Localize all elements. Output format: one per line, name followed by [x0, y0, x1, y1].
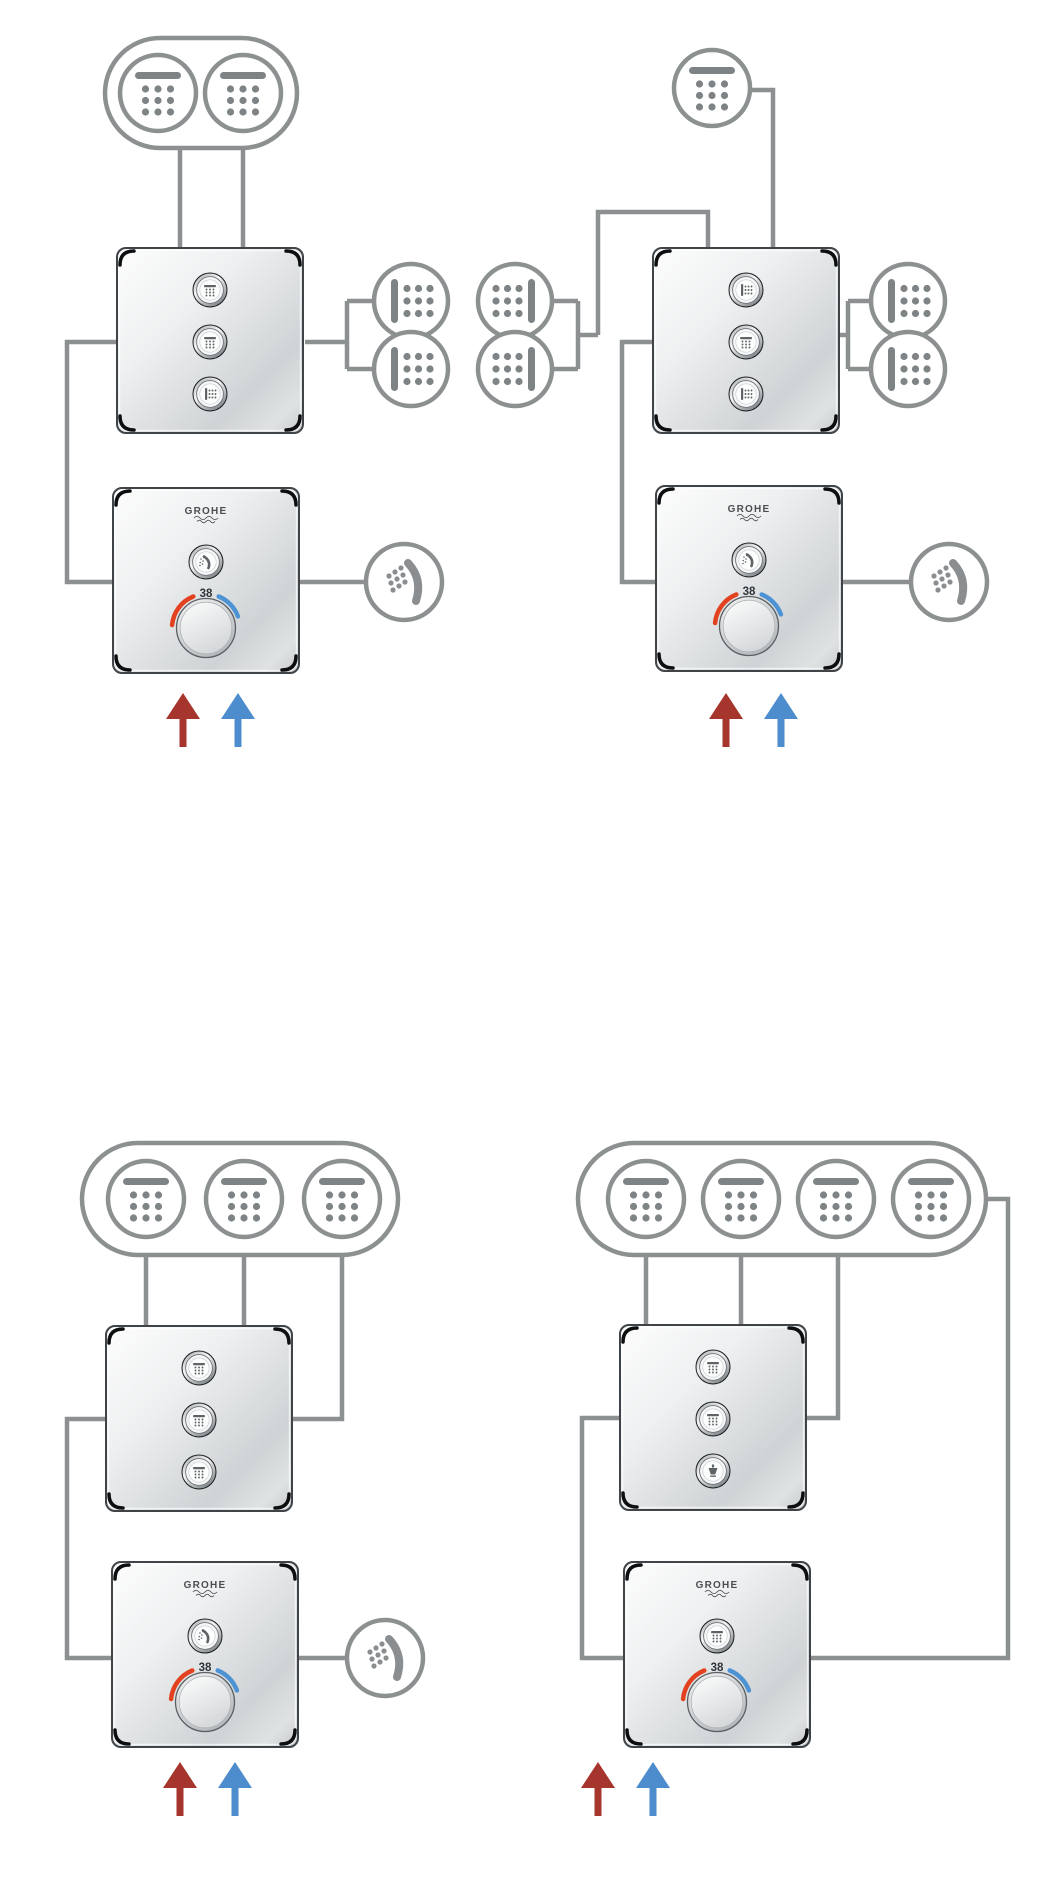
control-button-side-shower — [728, 376, 764, 412]
head-shower-icon — [674, 50, 750, 126]
head-shower-icon — [798, 1161, 874, 1237]
hot-supply-arrow — [166, 693, 200, 747]
pipe — [64, 1255, 347, 1661]
hot-supply-arrow — [709, 693, 743, 747]
grohe-logo: GROHE — [696, 1580, 739, 1591]
hot-arc — [169, 594, 196, 628]
control-button-head-shower — [181, 1350, 217, 1386]
head-shower-icon — [120, 55, 196, 131]
pipe — [579, 1196, 1011, 1661]
thermostat-plate: GROHE 38 — [622, 1560, 812, 1749]
control-button-head-shower — [695, 1401, 731, 1437]
thermostat-select-button-head-shower — [699, 1618, 735, 1654]
thermostat-plate: GROHE 38 — [110, 1560, 300, 1749]
diagram-top-right: GROHE 38 — [478, 50, 987, 747]
hand-shower-icon — [347, 1620, 423, 1696]
side-shower-icon — [478, 264, 552, 338]
grohe-logo: GROHE — [184, 1580, 227, 1591]
head-shower-icon — [893, 1161, 969, 1237]
control-button-head-shower — [192, 272, 228, 308]
hot-arc — [680, 1668, 707, 1702]
grohe-logo: GROHE — [185, 506, 228, 517]
hot-supply-arrow — [163, 1762, 197, 1816]
hot-arc — [712, 592, 739, 626]
thermostat-plate: GROHE 38 — [111, 486, 301, 675]
temperature-label: 38 — [199, 1662, 212, 1674]
cold-supply-arrow — [218, 1762, 252, 1816]
side-shower-icon — [871, 332, 945, 406]
thermostat-select-button-hand-shower — [188, 544, 224, 580]
temperature-label: 38 — [711, 1662, 724, 1674]
side-shower-icon — [374, 332, 448, 406]
control-button-jet-spout — [695, 1453, 731, 1489]
thermostat-knob — [712, 592, 784, 657]
hot-arc — [168, 1668, 195, 1702]
head-shower-icon — [608, 1161, 684, 1237]
cold-supply-arrow — [221, 693, 255, 747]
thermostat-knob — [168, 1668, 240, 1733]
head-shower-icon — [205, 55, 281, 131]
pipe — [552, 87, 911, 585]
hand-shower-icon — [366, 544, 442, 620]
diagram-bottom-left: GROHE 38 — [64, 1140, 423, 1816]
head-shower-group — [575, 1140, 989, 1258]
head-shower-icon — [304, 1161, 380, 1237]
head-shower-icon — [108, 1161, 184, 1237]
control-button-side-shower — [192, 376, 228, 412]
side-shower-icon — [374, 264, 448, 338]
diagram-top-left: GROHE 38 — [64, 35, 448, 747]
hot-supply-arrow — [581, 1762, 615, 1816]
thermostat-plate: GROHE 38 — [654, 484, 844, 673]
pipe — [64, 148, 374, 585]
control-button-head-shower — [181, 1454, 217, 1490]
side-shower-icon — [478, 332, 552, 406]
thermostat-select-button-hand-shower — [731, 542, 767, 578]
cold-arc — [727, 1668, 752, 1693]
diagram-bottom-right: GROHE 38 — [575, 1140, 1011, 1816]
cold-arc — [215, 1668, 240, 1693]
side-shower-icon — [871, 264, 945, 338]
cold-arc — [216, 594, 241, 619]
cold-supply-arrow — [636, 1762, 670, 1816]
head-shower-icon — [703, 1161, 779, 1237]
thermostat-select-button-hand-shower — [187, 1618, 223, 1654]
cold-supply-arrow — [764, 693, 798, 747]
thermostat-knob — [680, 1668, 752, 1733]
control-button-head-shower — [695, 1349, 731, 1385]
control-button-side-shower — [728, 272, 764, 308]
grohe-logo: GROHE — [728, 504, 771, 515]
temperature-label: 38 — [743, 586, 756, 598]
hand-shower-icon — [911, 544, 987, 620]
control-button-head-shower — [192, 324, 228, 360]
control-button-head-shower — [181, 1402, 217, 1438]
cold-arc — [759, 592, 784, 617]
thermostat-knob — [169, 594, 241, 659]
head-shower-icon — [206, 1161, 282, 1237]
control-button-head-shower — [728, 324, 764, 360]
temperature-label: 38 — [200, 588, 213, 600]
